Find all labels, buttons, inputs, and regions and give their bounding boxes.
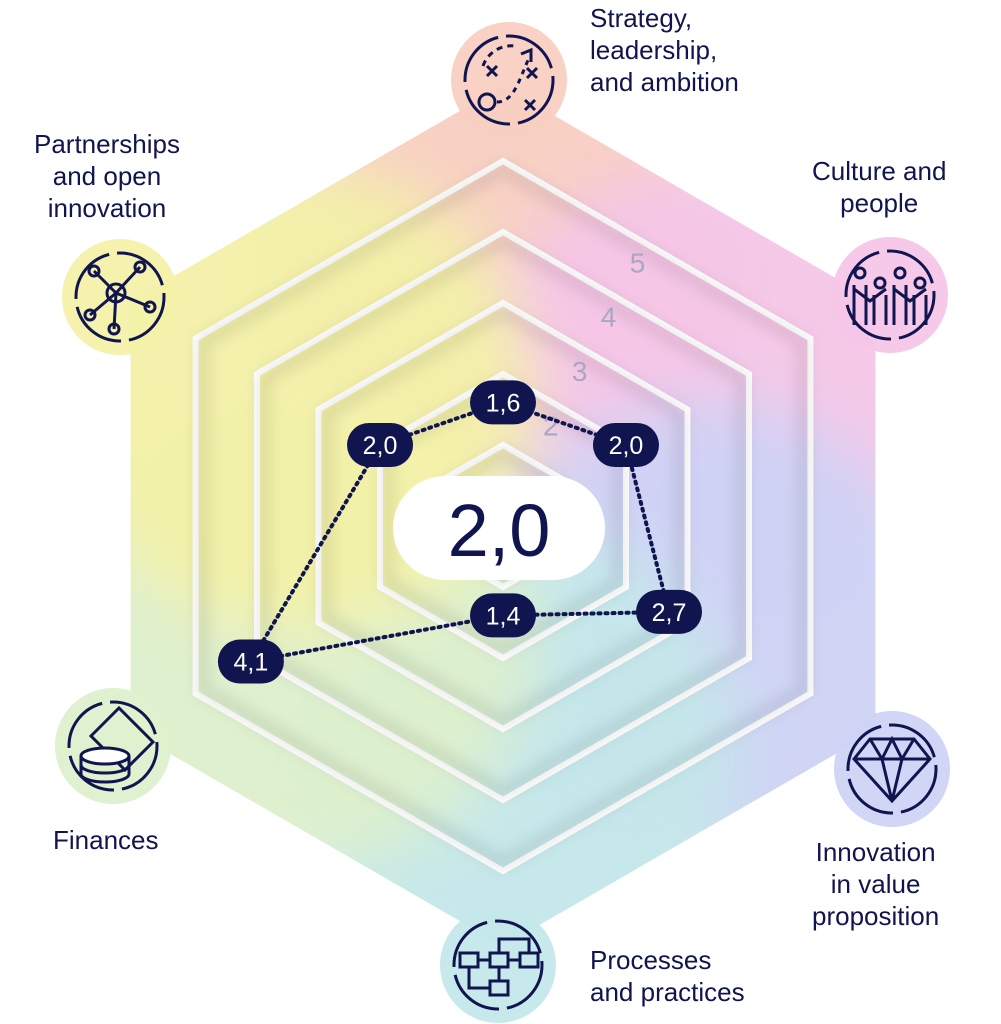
category-label-processes: Processes and practices bbox=[590, 945, 745, 1007]
rings-layer bbox=[192, 157, 814, 875]
flowchart-icon bbox=[440, 907, 556, 1023]
strategy-play-icon bbox=[451, 22, 567, 138]
ring-label: 3 bbox=[572, 356, 588, 387]
data-label: 2,0 bbox=[363, 432, 398, 460]
data-point-badge bbox=[470, 380, 536, 425]
overall-score-badge bbox=[393, 476, 605, 580]
ring-label: 4 bbox=[601, 302, 617, 333]
data-label: 4,1 bbox=[234, 649, 269, 677]
center-layer: 2,0 bbox=[393, 476, 605, 580]
category-label-innovation: Innovation in value proposition bbox=[812, 837, 940, 931]
people-group-icon bbox=[832, 237, 948, 353]
coins-icon bbox=[55, 688, 171, 804]
data-label: 2,7 bbox=[652, 599, 687, 627]
data-point: 2,7 bbox=[636, 589, 703, 634]
diamond-icon bbox=[834, 711, 950, 827]
data-layer: 1,6 2,0 2,7 1,4 4,1 2,0 bbox=[217, 380, 703, 684]
data-point-badge bbox=[470, 593, 536, 638]
data-point: 4,1 bbox=[217, 639, 284, 684]
data-point-badge bbox=[217, 639, 284, 684]
data-label: 1,4 bbox=[486, 602, 521, 630]
data-point: 2,0 bbox=[592, 423, 659, 467]
ring-shade bbox=[196, 162, 810, 870]
ring-outline bbox=[315, 299, 691, 733]
ring-label: 2 bbox=[543, 410, 559, 441]
data-point-badge bbox=[347, 423, 414, 467]
category-label-partnerships: Partnerships and open innovation bbox=[34, 129, 180, 223]
icons-layer bbox=[55, 22, 950, 1023]
ring-shade bbox=[258, 233, 748, 799]
data-label: 2,0 bbox=[609, 432, 644, 460]
category-label-strategy: Strategy, leadership, and ambition bbox=[590, 3, 739, 97]
data-point: 1,6 bbox=[470, 380, 536, 425]
ring-shade bbox=[319, 304, 687, 728]
data-label: 1,6 bbox=[486, 389, 521, 417]
ring-label: 5 bbox=[630, 247, 646, 278]
network-nodes-icon bbox=[62, 239, 178, 355]
category-label-finances: Finances bbox=[53, 825, 159, 855]
ring-outline bbox=[254, 228, 752, 804]
data-point-badge bbox=[636, 589, 703, 634]
overall-score: 2,0 bbox=[448, 489, 551, 572]
data-point: 2,0 bbox=[347, 423, 414, 467]
ring-outline bbox=[192, 157, 814, 875]
data-point: 1,4 bbox=[470, 593, 536, 638]
data-point-badge bbox=[592, 423, 659, 467]
category-label-culture: Culture and people bbox=[812, 156, 947, 218]
